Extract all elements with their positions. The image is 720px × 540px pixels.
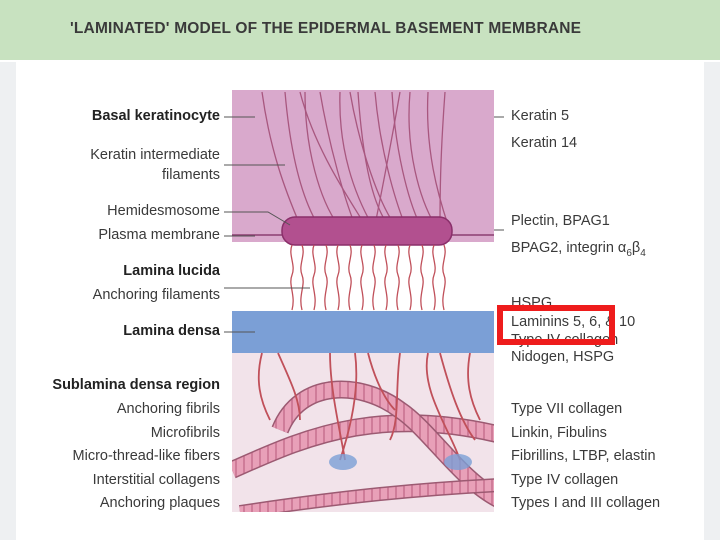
label-keratin-intermediate: Keratin intermediate <box>90 147 220 163</box>
label-basal-keratinocyte: Basal keratinocyte <box>91 108 220 124</box>
label-anchoring-plaques: Anchoring plaques <box>99 495 220 511</box>
label-lamina-lucida: Lamina lucida <box>123 263 220 279</box>
label-sublamina-densa: Sublamina densa region <box>52 377 220 393</box>
label-filaments: filaments <box>161 167 220 183</box>
anchoring-fibrils <box>257 352 481 461</box>
keratin-filaments <box>261 91 449 226</box>
label-hemidesmosome: Hemidesmosome <box>107 203 220 219</box>
label-type7-collagen: Type VII collagen <box>511 401 623 417</box>
label-nidogen: Nidogen, HSPG <box>511 349 615 365</box>
label-type4-collagen: Type IV collagen <box>511 472 619 488</box>
label-keratin14: Keratin 14 <box>511 135 578 151</box>
right-margin-strip <box>704 62 720 540</box>
label-bpag2-sub1: 6 <box>626 247 632 259</box>
label-plectin-bpag1: Plectin, BPAG1 <box>511 213 610 229</box>
label-anchoring-filaments: Anchoring filaments <box>92 287 220 303</box>
hemidesmosome-plaque <box>281 216 453 246</box>
label-lamina-densa: Lamina densa <box>123 323 220 339</box>
label-interstitial-collagens: Interstitial collagens <box>92 472 220 488</box>
anchoring-plaque <box>329 454 357 470</box>
leader-lines <box>224 116 504 333</box>
anchoring-filaments <box>290 244 446 311</box>
label-micro-thread-fibers: Micro-thread-like fibers <box>72 448 220 464</box>
page-title: 'LAMINATED' MODEL OF THE EPIDERMAL BASEM… <box>70 20 582 37</box>
lamina-densa-band <box>232 311 494 353</box>
collagen-fiber <box>239 479 494 512</box>
collagen-fiber <box>273 382 494 506</box>
label-bpag2-sub2: 4 <box>640 247 646 259</box>
label-plasma-membrane: Plasma membrane <box>98 227 220 243</box>
label-bpag2-prefix: BPAG2, integrin α <box>511 240 627 256</box>
label-fibrillins: Fibrillins, LTBP, elastin <box>511 448 656 464</box>
label-anchoring-fibrils: Anchoring fibrils <box>116 401 220 417</box>
highlight-annotation-box <box>497 305 615 345</box>
label-linkin-fibulins: Linkin, Fibulins <box>511 425 607 441</box>
label-bpag2-beta: β <box>631 240 641 256</box>
label-types1-3-collagen: Types I and III collagen <box>511 495 661 511</box>
left-margin-strip <box>0 62 16 540</box>
title-bar: 'LAMINATED' MODEL OF THE EPIDERMAL BASEM… <box>0 0 720 62</box>
label-microfibrils: Microfibrils <box>150 425 220 441</box>
label-laminins: Laminins 5, 6, & 10 <box>511 314 636 330</box>
label-keratin5: Keratin 5 <box>511 108 570 124</box>
anchoring-plaque <box>444 454 472 470</box>
label-bpag2-integrin: BPAG2, integrin α6β4 <box>511 240 646 262</box>
